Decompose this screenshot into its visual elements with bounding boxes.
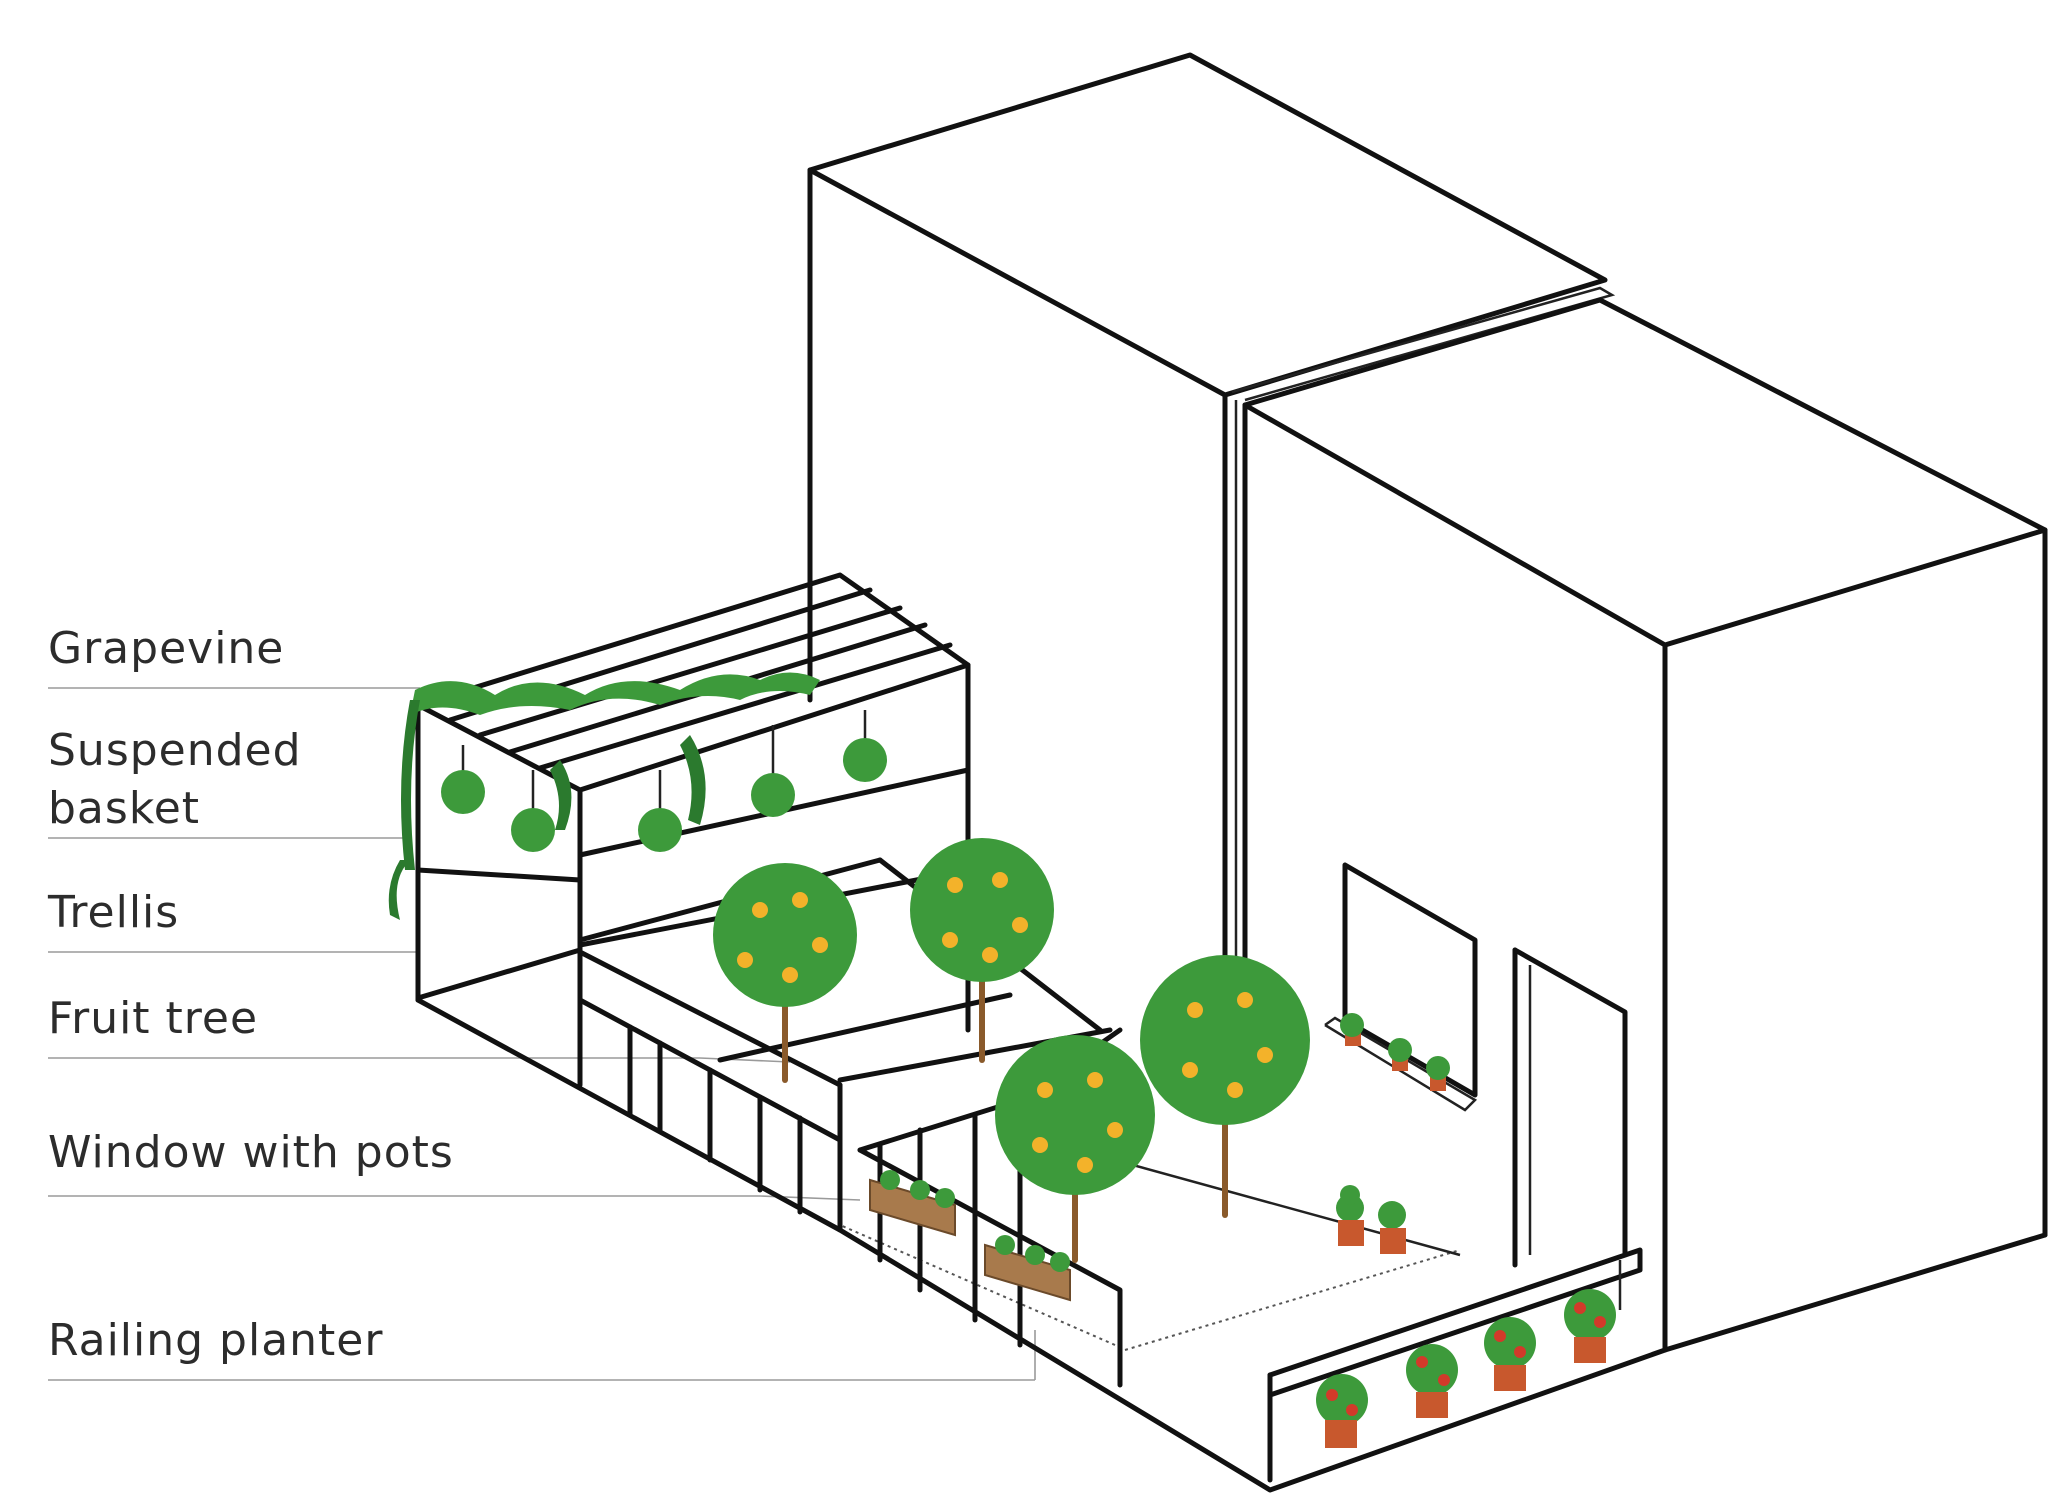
label-suspended-basket-line2: basket [48,783,201,834]
label-suspended-basket-line1: Suspended [48,725,302,776]
label-window-with-pots: Window with pots [48,1127,454,1178]
floor-pots [1336,1185,1406,1254]
railing-planter [1267,1247,1643,1483]
door [1512,947,1628,1268]
building-block-back [807,52,1616,963]
railing-planter-boxes [869,1170,1071,1302]
label-trellis: Trellis [48,887,180,938]
label-fruit-tree: Fruit tree [48,993,259,1044]
fruit-tree-1 [713,863,857,1083]
grapevine-foliage [388,672,820,920]
building-block-front [1242,297,2048,1353]
label-leaders [48,687,1036,1381]
wall-window [1324,862,1478,1112]
tomato-pots [1316,1289,1616,1448]
fruit-tree-4 [1140,955,1310,1218]
fruit-tree-2 [910,838,1054,1063]
label-grapevine: Grapevine [48,623,285,674]
suspended-baskets [441,710,887,852]
fruit-tree-3 [995,1035,1155,1263]
label-railing-planter: Railing planter [48,1315,384,1366]
